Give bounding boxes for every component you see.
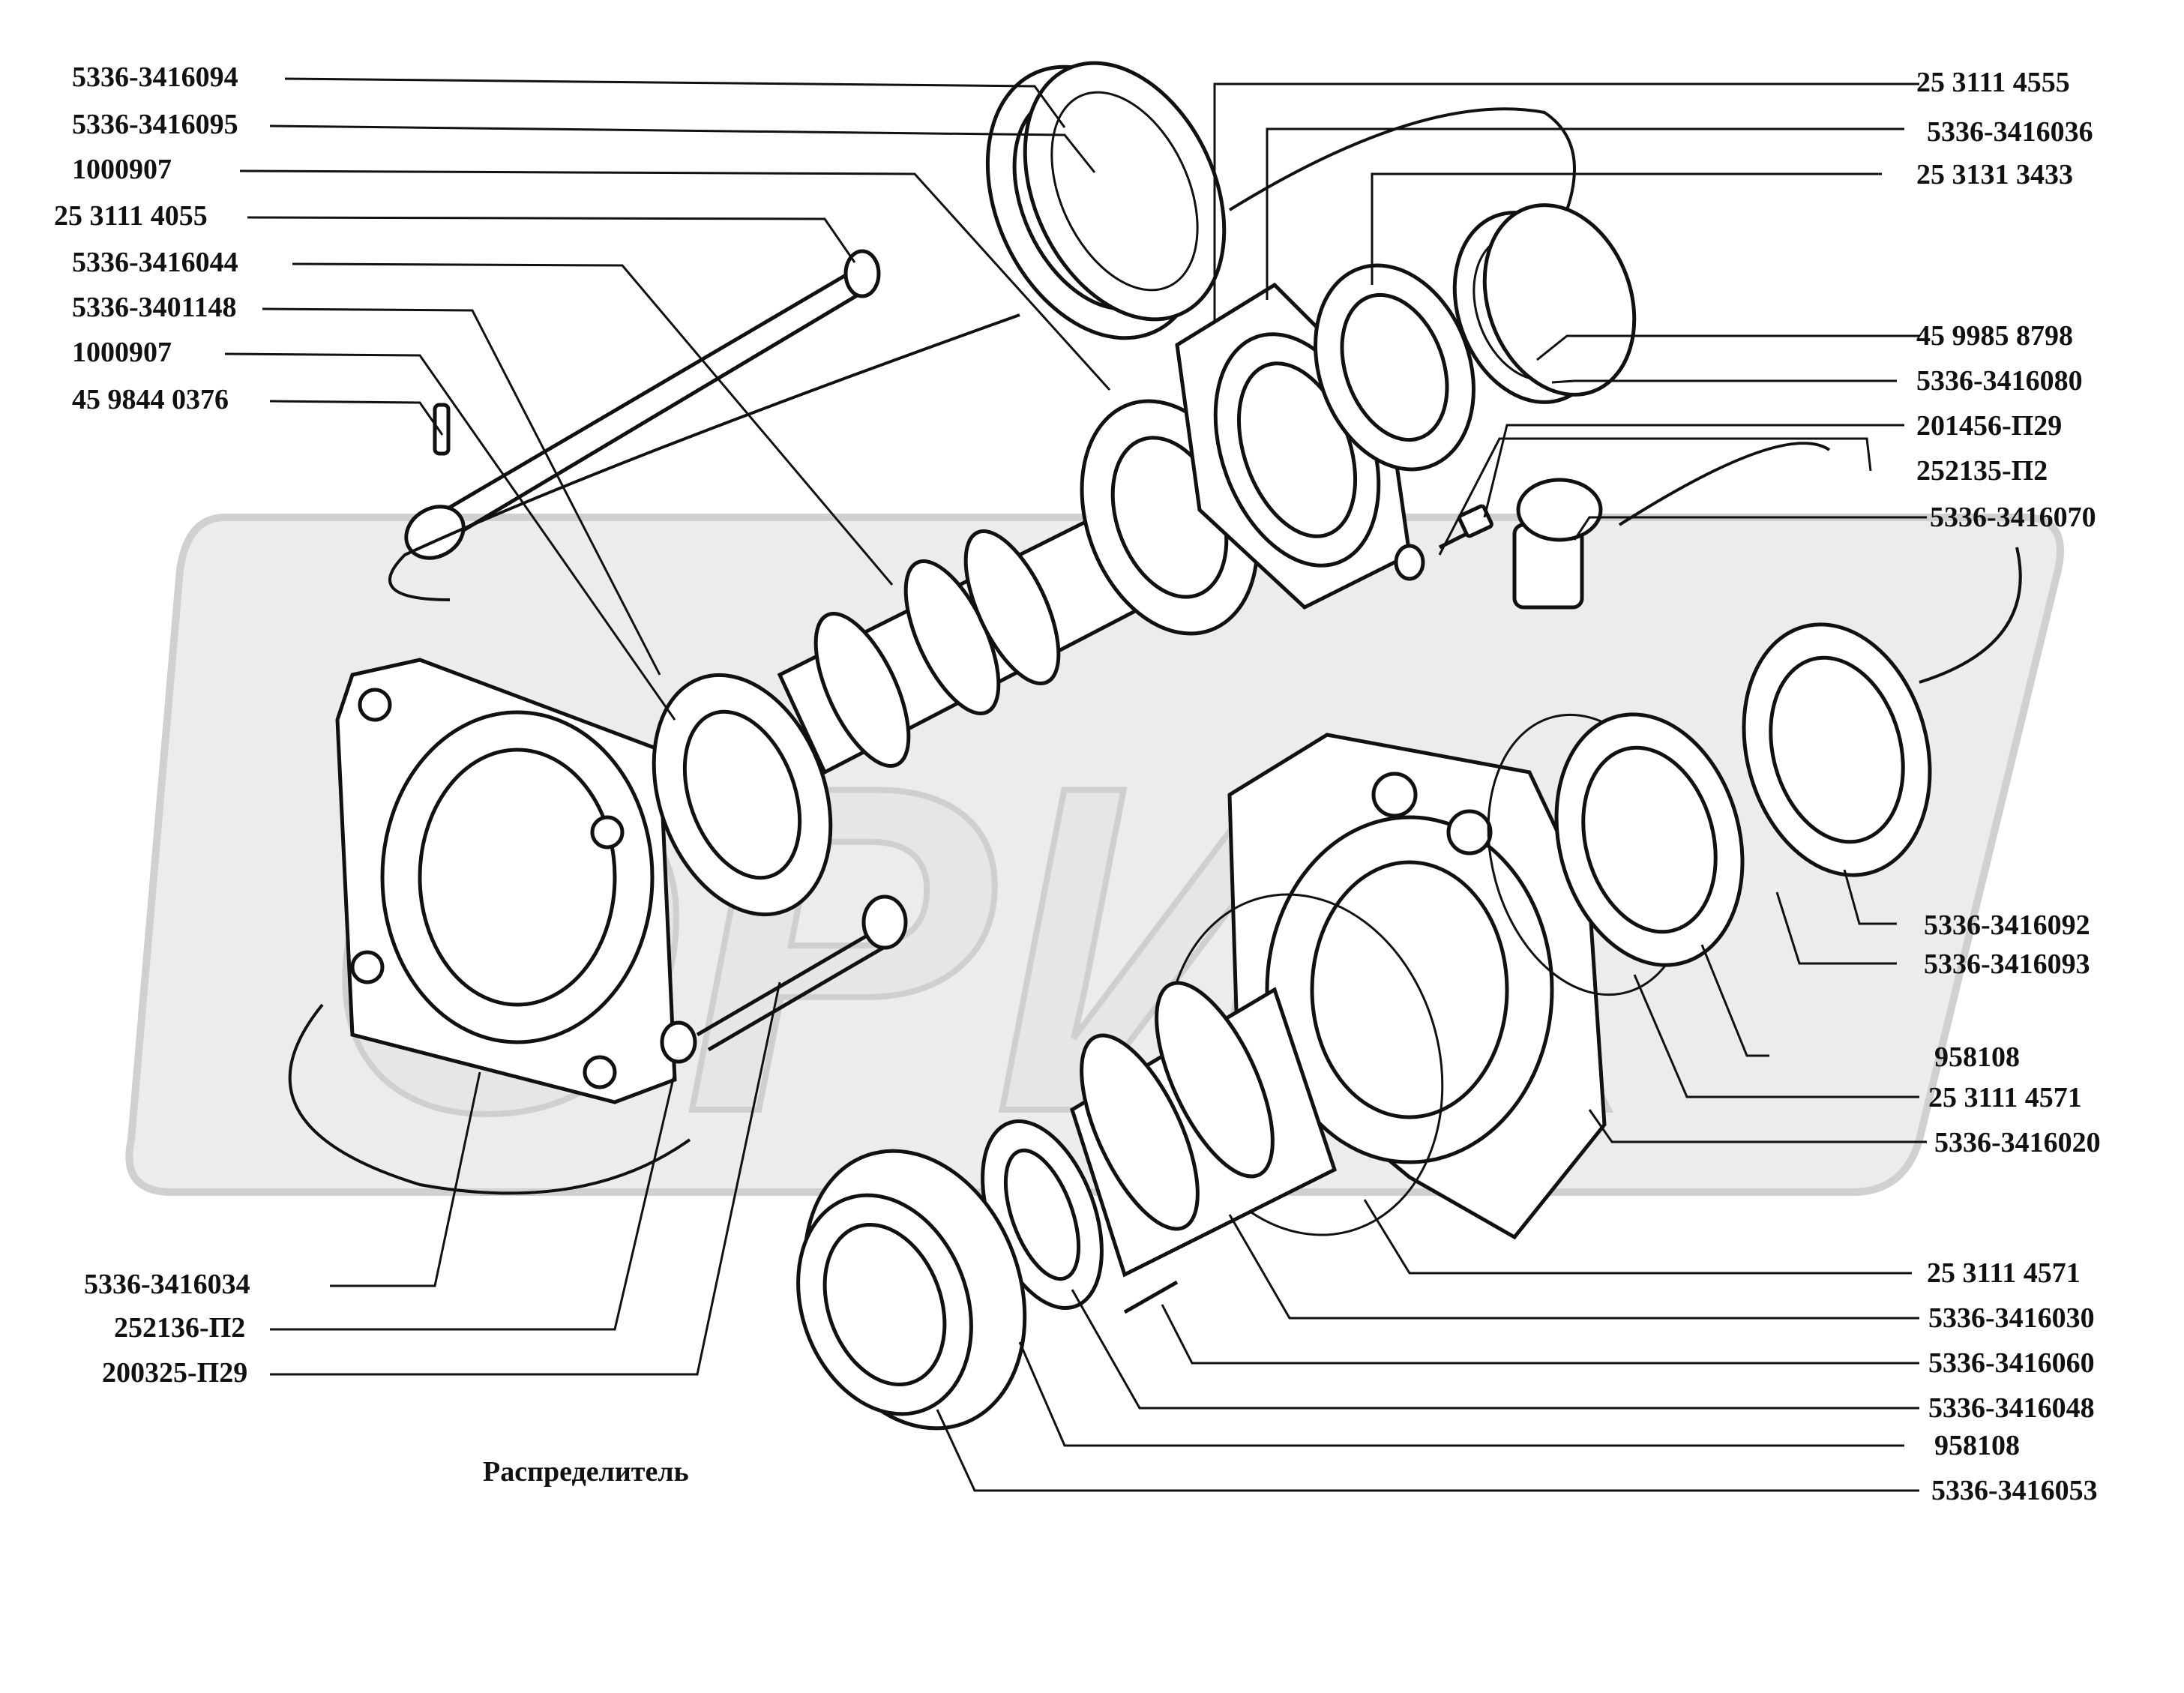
label-25-3111-4571-b: 25 3111 4571 [1927,1257,2081,1289]
right-seals [1554,622,1932,967]
spool [1070,981,1338,1278]
part-labels-left: 5336-3416094 5336-3416095 1000907 25 311… [54,61,238,415]
diagram-caption: Распределитель [483,1456,689,1488]
exploded-assembly [288,61,2022,1431]
label-201456-p29: 201456-П29 [1916,410,2062,442]
label-5336-3416030: 5336-3416030 [1928,1302,2095,1334]
label-252135-p2: 252135-П2 [1916,455,2048,487]
label-252136-p2: 252136-П2 [114,1312,245,1344]
set-screw [1123,1280,1179,1314]
label-5336-3416060: 5336-3416060 [1928,1347,2095,1379]
label-25-3111-4555: 25 3111 4555 [1916,67,2070,98]
label-5336-3416095: 5336-3416095 [72,109,238,140]
label-45-9844-0376: 45 9844 0376 [72,384,229,415]
small-pin [433,403,451,456]
assembly-path-3 [1618,442,1831,526]
label-1000907-b: 1000907 [72,337,172,368]
label-5336-3416036: 5336-3416036 [1927,116,2093,148]
label-958108-b: 958108 [1934,1430,2020,1461]
label-5336-3416093: 5336-3416093 [1924,948,2090,980]
label-5336-3416092: 5336-3416092 [1924,909,2090,941]
label-25-3111-4571-a: 25 3111 4571 [1928,1082,2082,1113]
label-5336-3416053: 5336-3416053 [1931,1475,2098,1506]
label-200325-p29: 200325-П29 [102,1357,247,1389]
label-1000907-a: 1000907 [72,154,172,185]
label-5336-3416020: 5336-3416020 [1934,1127,2101,1158]
leader-lines [224,77,1927,1492]
label-5336-3416048: 5336-3416048 [1928,1392,2095,1424]
label-25-3111-4055: 25 3111 4055 [54,200,208,232]
assembly-path-2 [1228,107,1576,211]
seal-ring-top [985,61,1227,340]
bearing-left [652,673,833,917]
small-bolt [1394,504,1493,581]
label-958108-a: 958108 [1934,1041,2020,1073]
retaining-rings [1452,203,1637,404]
label-45-9985-8798: 45 9985 8798 [1916,320,2073,352]
assembly-path-5 [288,1003,691,1195]
assembly-path-1 [388,313,1020,601]
valve-plug [1512,478,1603,610]
label-5336-3416080: 5336-3416080 [1916,365,2083,397]
label-5336-3401148: 5336-3401148 [72,292,237,323]
flange-cover [335,658,677,1104]
label-5336-3416044: 5336-3416044 [72,247,238,278]
long-bolt [660,894,908,1064]
label-5336-3416034: 5336-3416034 [84,1269,250,1300]
assembly-path-4 [1919,547,2022,684]
oil-seal [1314,263,1475,472]
label-5336-3416094: 5336-3416094 [72,61,238,93]
part-labels-right: 25 3111 4555 5336-3416036 25 3131 3433 4… [1916,67,2101,1506]
lock-nut [796,1149,1027,1431]
label-25-3131-3433: 25 3131 3433 [1916,159,2073,190]
label-5336-3416070: 5336-3416070 [1930,502,2096,533]
part-labels-left-bottom: 5336-3416034 252136-П2 200325-П29 [84,1269,250,1389]
